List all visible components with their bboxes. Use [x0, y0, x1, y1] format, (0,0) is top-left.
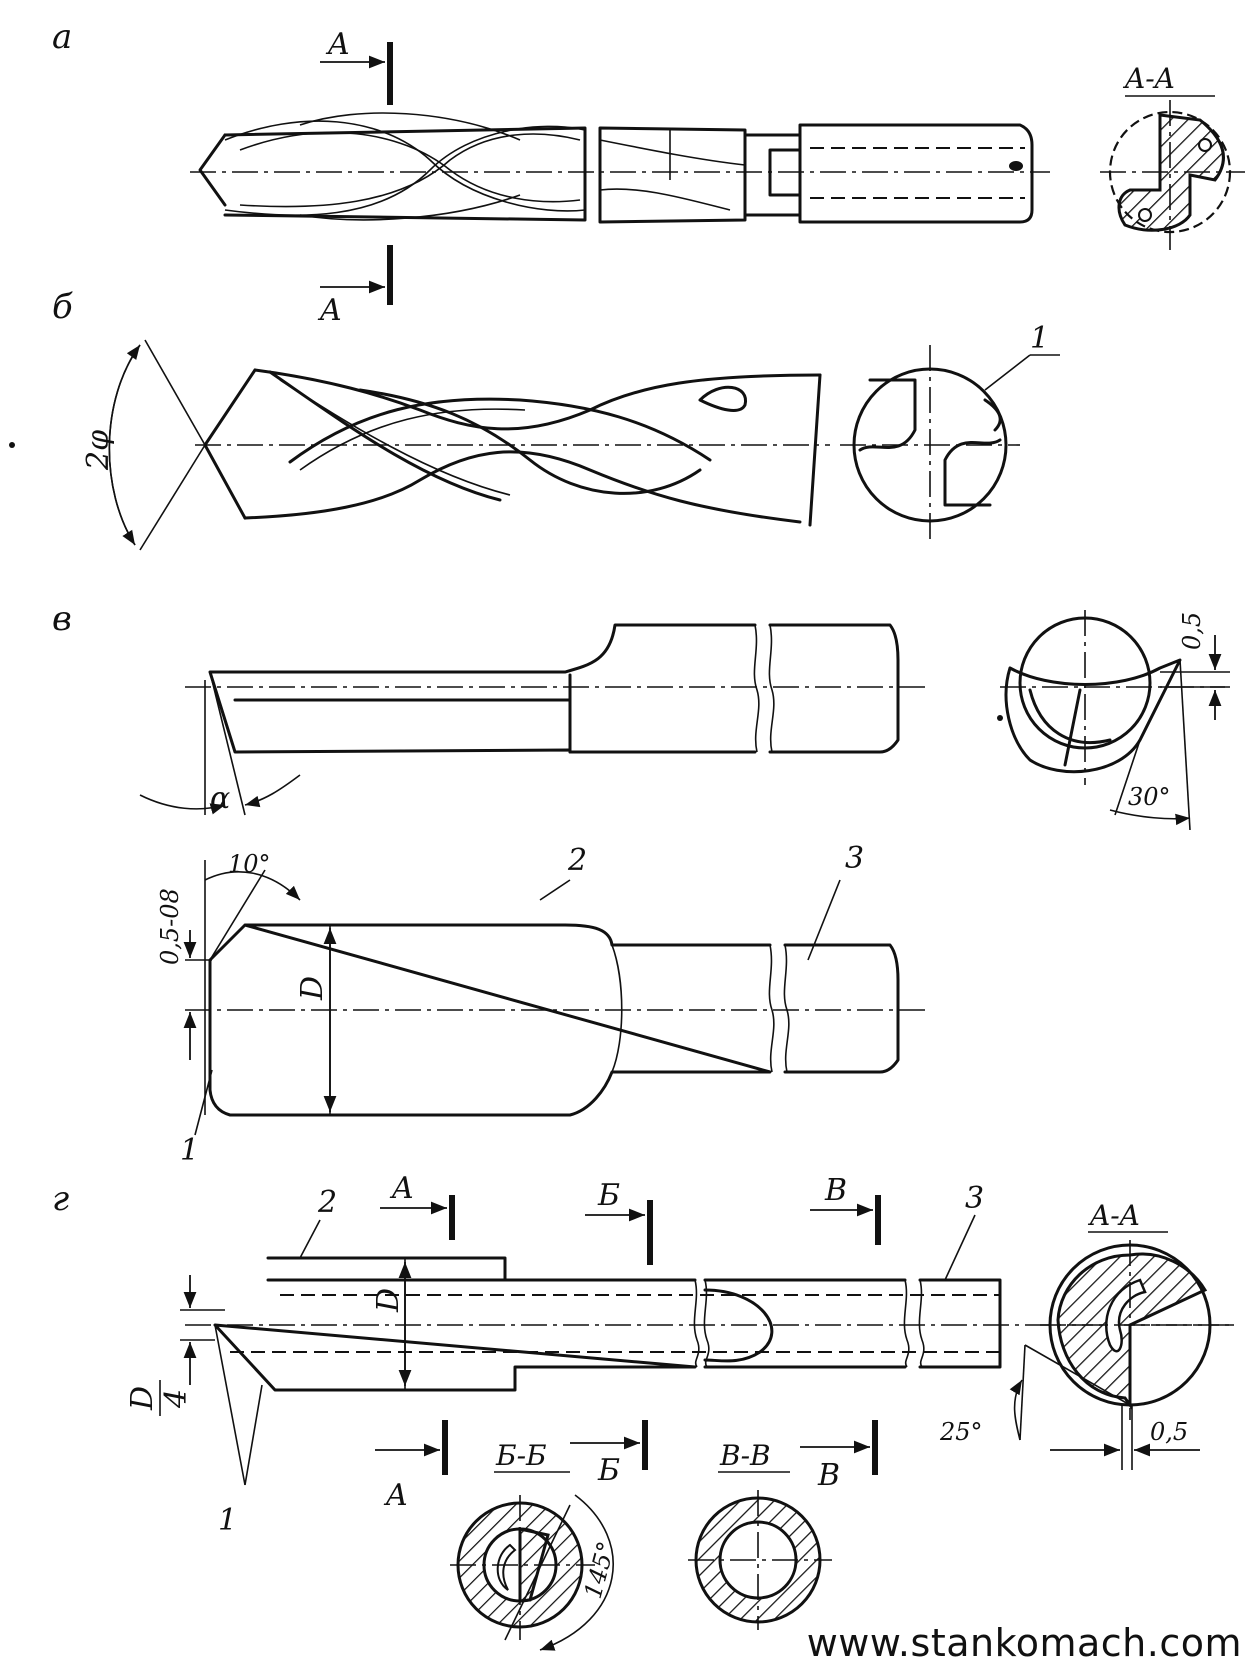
- cut-label-A-g: A: [389, 1171, 414, 1206]
- panel-g-letter: г: [52, 1179, 69, 1219]
- dim-D-g: D: [371, 1288, 406, 1313]
- gun-drill-g-body: 1 2 3 D D 4: [125, 1181, 1235, 1538]
- section-view-BB: Б-Б 145°: [450, 1439, 621, 1651]
- angle-10: 10°: [228, 850, 271, 878]
- panel-a: а A: [52, 17, 1245, 328]
- callout-2-g: 2: [317, 1185, 337, 1220]
- section-title-VV: В-В: [719, 1439, 771, 1472]
- panel-b-letter: б: [52, 287, 73, 327]
- panel-v-letter: в: [52, 599, 72, 639]
- cut-label-a-bottom: A: [317, 293, 342, 328]
- panel-g: г A Б В 1 2 3: [52, 1171, 1235, 1651]
- point-angle-dimension: 2φ: [81, 339, 206, 551]
- gun-drill-side-view: α: [139, 623, 925, 816]
- cut-label-B-g: Б: [597, 1178, 620, 1213]
- watermark-url[interactable]: www.stankomach.com: [806, 1621, 1242, 1665]
- panel-b: б 2φ: [9, 287, 1060, 551]
- section-title-a: A-A: [1122, 62, 1175, 95]
- cut-label-V-g-bottom: В: [817, 1458, 840, 1493]
- section-title-BB: Б-Б: [495, 1439, 547, 1472]
- cut-label-V-g: В: [824, 1173, 847, 1208]
- angle-145: 145°: [579, 1538, 621, 1601]
- callout-2-v: 2: [567, 843, 587, 878]
- callout-1-b: 1: [1030, 321, 1049, 356]
- dim-D4-numerator: D: [125, 1386, 160, 1411]
- gun-drill-end-view: 0,5 30°: [997, 610, 1230, 831]
- callout-1-g: 1: [218, 1503, 237, 1538]
- section-view-VV: В-В: [688, 1439, 832, 1630]
- twist-drill-b: [195, 368, 830, 527]
- cut-label-A-g-bottom: A: [383, 1478, 408, 1513]
- callout-1-v: 1: [180, 1133, 199, 1168]
- panel-v-lower: D 10° 0,5-08 1 2 3: [156, 841, 930, 1168]
- cut-label-B-g-bottom: Б: [597, 1453, 620, 1488]
- dim-D4-denominator: 4: [159, 1389, 194, 1409]
- section-view-AA-g: A-A 25° 0,5: [939, 1199, 1235, 1470]
- section-title-AA-g: A-A: [1087, 1199, 1140, 1232]
- angle-25: 25°: [939, 1418, 983, 1446]
- clearance-angle-alpha: α: [210, 781, 230, 816]
- callout-3-g: 3: [965, 1181, 984, 1216]
- cut-label-a-top: A: [325, 27, 350, 62]
- gun-drill-top-view: D 10° 0,5-08 1 2 3: [156, 841, 930, 1168]
- panel-v: в α 0,5: [52, 599, 1230, 831]
- angle-30: 30°: [1128, 783, 1171, 811]
- end-view-b: 1: [840, 321, 1060, 540]
- dim-0-5-08: 0,5-08: [156, 888, 184, 965]
- twist-drill-a: [190, 112, 1050, 224]
- dim-D-v: D: [295, 976, 330, 1001]
- section-view-a: A-A: [1100, 62, 1245, 250]
- point-angle-label: 2φ: [81, 430, 116, 471]
- panel-a-letter: а: [52, 17, 72, 57]
- dim-0-5-g: 0,5: [1150, 1418, 1188, 1446]
- dim-0-5-v: 0,5: [1178, 612, 1206, 650]
- callout-3-v: 3: [845, 841, 864, 876]
